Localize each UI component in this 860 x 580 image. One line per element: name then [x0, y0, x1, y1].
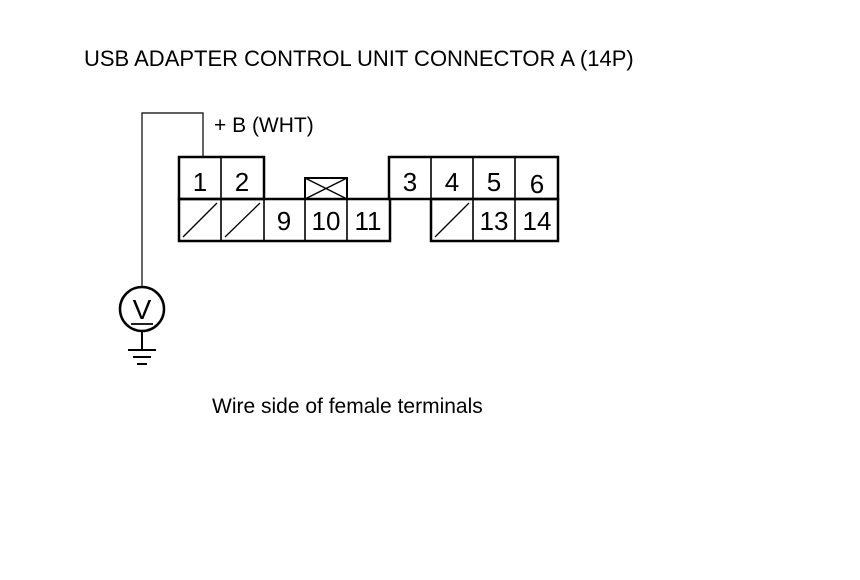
- diagram-caption: Wire side of female terminals: [212, 395, 483, 418]
- probe-wire: [141, 112, 204, 287]
- pin-3-label: 3: [403, 167, 417, 197]
- pin-6-label: 6: [530, 169, 544, 199]
- ground-icon: [128, 331, 156, 365]
- pin-10-label: 10: [312, 206, 341, 236]
- voltmeter-symbol: V: [133, 294, 152, 325]
- pin-9-label: 9: [277, 206, 291, 236]
- connector-left-block: [177, 155, 392, 243]
- wire-label: + B (WHT): [214, 114, 314, 137]
- pin-11-label: 11: [355, 206, 382, 236]
- pin-13-label: 13: [480, 206, 509, 236]
- pin-2-label: 2: [235, 167, 249, 197]
- diagram-title: USB ADAPTER CONTROL UNIT CONNECTOR A (14…: [84, 46, 634, 71]
- pin-1-label: 1: [193, 167, 207, 197]
- voltmeter-icon: V: [118, 285, 166, 333]
- pin-14-label: 14: [523, 206, 552, 236]
- pin-5-label: 5: [487, 167, 501, 197]
- pin-4-label: 4: [445, 167, 459, 197]
- connector-right-block: [387, 155, 560, 243]
